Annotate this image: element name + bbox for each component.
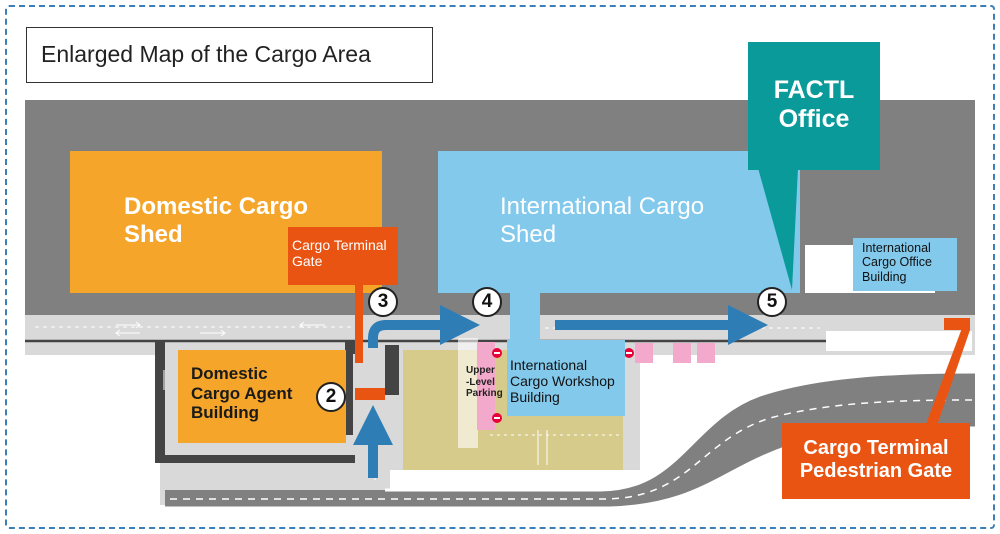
international-cargo-workshop-building-label: International Cargo Workshop Building <box>510 357 615 405</box>
factl-office-line2: Office <box>778 104 850 133</box>
factl-callout-pointer <box>758 168 798 290</box>
marker-4: 4 <box>472 287 502 317</box>
workshop-line2: Cargo Workshop <box>510 373 615 390</box>
intl-office-line1: International <box>862 241 931 255</box>
international-cargo-shed-line1: International Cargo <box>500 193 705 220</box>
parking-line2: -Level <box>466 376 495 388</box>
cargo-terminal-gate-marker <box>355 388 385 400</box>
curved-road <box>165 372 975 508</box>
domestic-cargo-agent-building-label: Domestic Cargo Agent Building <box>191 364 292 423</box>
parking-line1: Upper <box>466 365 495 376</box>
cargo-terminal-pedestrian-gate-label: Cargo Terminal Pedestrian Gate <box>782 437 970 483</box>
white-strip <box>826 331 972 351</box>
pedestrian-gate-line1: Cargo Terminal <box>803 437 949 459</box>
pedestrian-gate-marker <box>944 318 970 330</box>
factl-office <box>748 42 880 170</box>
gate-booth <box>385 345 399 395</box>
marker-2: 2 <box>316 382 346 412</box>
marker-5: 5 <box>757 287 787 317</box>
factl-office-label: FACTL Office <box>748 76 880 134</box>
parking-line3: Parking <box>466 388 503 399</box>
domestic-cargo-shed-label: Domestic Cargo Shed <box>124 193 308 248</box>
international-cargo-shed-label: International Cargo Shed <box>500 193 704 248</box>
international-cargo-workshop-building <box>507 340 625 416</box>
international-cargo-office-building-label: International Cargo Office Building <box>862 241 932 284</box>
cargo-terminal-gate-label: Cargo Terminal Gate <box>292 237 387 269</box>
route-arrow-to-4 <box>368 305 480 348</box>
agent-line1: Domestic <box>191 364 268 383</box>
agent-line2: Cargo Agent <box>191 383 293 403</box>
workshop-line1: International <box>510 357 588 373</box>
marker-3: 3 <box>368 287 398 317</box>
cargo-terminal-gate-line1: Cargo Terminal <box>292 237 387 253</box>
pink-marking <box>635 343 653 363</box>
cargo-terminal-pedestrian-gate-label-box <box>782 423 970 499</box>
pink-marking <box>697 343 715 363</box>
international-cargo-shed-line2: Shed <box>500 220 557 248</box>
intl-office-line3: Building <box>862 269 907 284</box>
workshop-line3: Building <box>510 389 560 406</box>
agent-line3: Building <box>191 403 259 423</box>
international-cargo-office-building <box>853 238 957 291</box>
cargo-terminal-gate-label-box <box>288 227 398 285</box>
cargo-terminal-gate-line2: Gate <box>292 253 323 270</box>
upper-level-parking-label: Upper -Level Parking <box>466 365 503 400</box>
domestic-cargo-shed-line2: Shed <box>124 220 183 248</box>
intl-office-line2: Cargo Office <box>862 255 932 270</box>
pink-marking <box>477 342 495 430</box>
factl-office-line1: FACTL <box>773 76 855 104</box>
pedestrian-gate-line2: Pedestrian Gate <box>799 460 953 482</box>
map-title: Enlarged Map of the Cargo Area <box>26 27 433 83</box>
pink-marking <box>673 343 691 363</box>
international-cargo-shed <box>438 151 800 340</box>
domestic-cargo-shed-line1: Domestic Cargo <box>124 193 309 220</box>
dashed-frame <box>5 5 995 529</box>
